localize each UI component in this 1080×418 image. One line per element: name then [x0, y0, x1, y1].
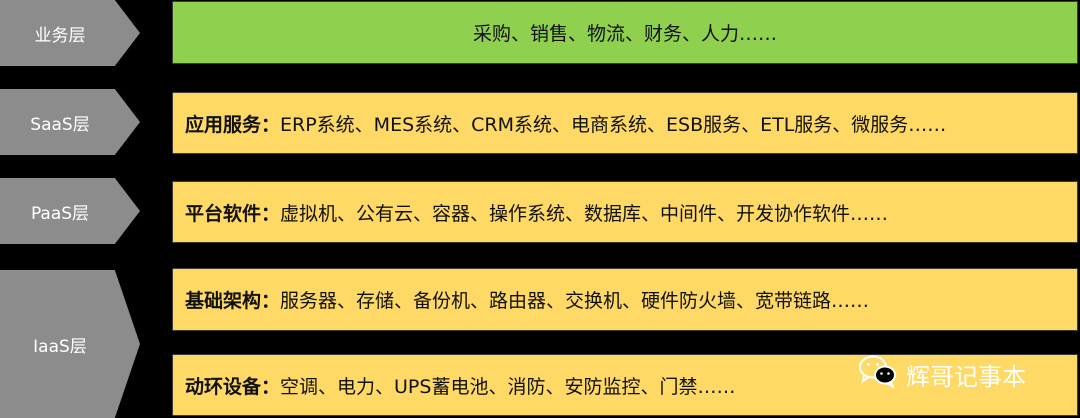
- iaas-infra-text: 服务器、存储、备份机、路由器、交换机、硬件防火墙、宽带链路……: [280, 290, 870, 312]
- iaas-infra-title: 基础架构：: [185, 290, 281, 312]
- layer-arrow-business: 业务层: [0, 0, 140, 66]
- iaas-infra-box: 基础架构： 服务器、存储、备份机、路由器、交换机、硬件防火墙、宽带链路……: [172, 268, 1078, 331]
- paas-box: 平台软件： 虚拟机、公有云、容器、操作系统、数据库、中间件、开发协作软件……: [172, 181, 1078, 243]
- business-text: 采购、销售、物流、财务、人力……: [472, 23, 777, 45]
- layer-arrow-iaas: IaaS层: [0, 270, 140, 418]
- layer-label-saas: SaaS层: [30, 114, 90, 135]
- layer-arrow-paas: PaaS层: [0, 178, 140, 244]
- business-box: 采购、销售、物流、财务、人力……: [172, 1, 1078, 64]
- watermark: 辉哥记事本: [858, 354, 1026, 394]
- saas-title: 应用服务：: [185, 113, 281, 136]
- layer-label-business: 业务层: [34, 25, 86, 46]
- wechat-icon: [858, 354, 898, 394]
- layer-label-paas: PaaS层: [30, 203, 90, 224]
- layer-arrow-saas: SaaS层: [0, 89, 140, 155]
- paas-text: 虚拟机、公有云、容器、操作系统、数据库、中间件、开发协作软件……: [280, 202, 889, 225]
- paas-title: 平台软件：: [185, 202, 281, 225]
- layer-label-iaas: IaaS层: [33, 336, 87, 357]
- watermark-text: 辉哥记事本: [906, 362, 1026, 391]
- iaas-env-text: 空调、电力、UPS蓄电池、消防、安防监控、门禁……: [280, 375, 736, 398]
- iaas-env-title: 动环设备：: [185, 375, 281, 398]
- saas-text: ERP系统、MES系统、CRM系统、电商系统、ESB服务、ETL服务、微服务……: [280, 113, 947, 136]
- saas-box: 应用服务： ERP系统、MES系统、CRM系统、电商系统、ESB服务、ETL服务…: [172, 92, 1078, 154]
- iaas-env-box: 动环设备： 空调、电力、UPS蓄电池、消防、安防监控、门禁……: [172, 354, 1078, 416]
